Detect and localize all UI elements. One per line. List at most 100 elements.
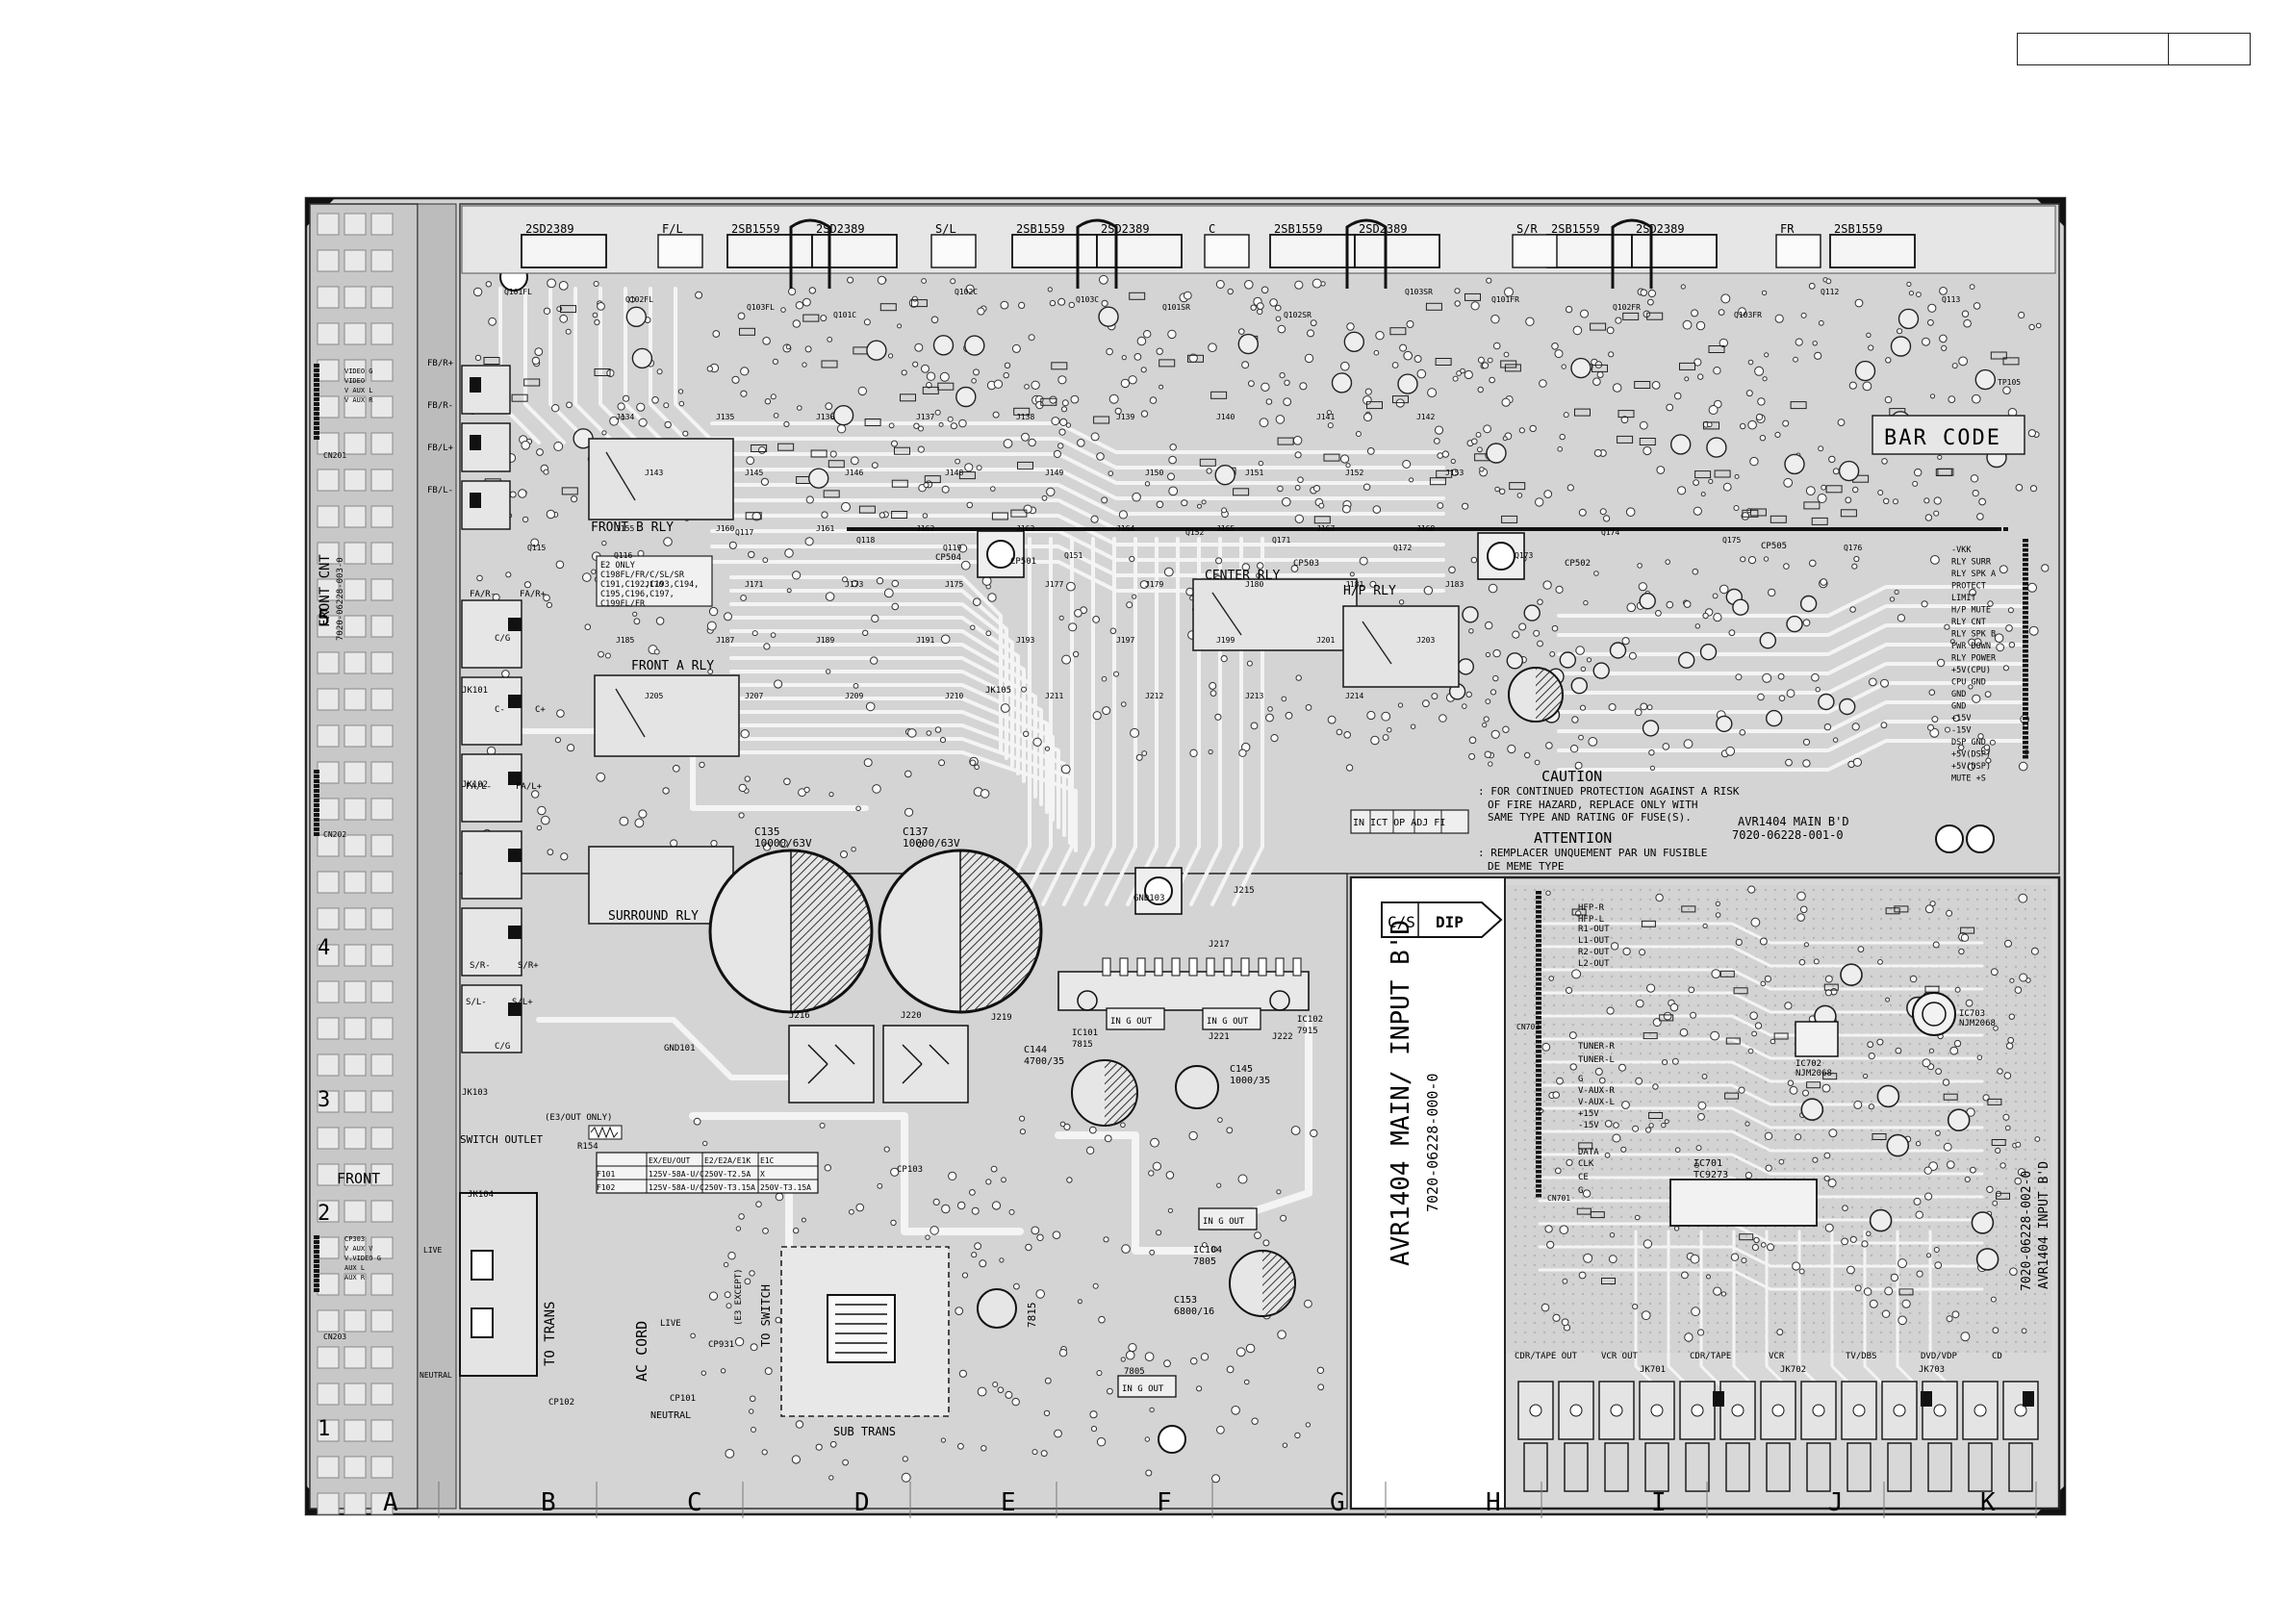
pad <box>509 491 517 498</box>
pad <box>1011 1397 1020 1407</box>
pad <box>1968 684 1974 690</box>
pad <box>1823 1175 1830 1181</box>
grid-col-label: C <box>687 1488 702 1517</box>
pad <box>1277 1330 1286 1339</box>
pad <box>1761 1242 1767 1248</box>
pad <box>1566 484 1574 492</box>
resistor <box>1725 1037 1741 1045</box>
pad <box>1490 689 1497 696</box>
channel-tag-box <box>930 234 977 268</box>
trace <box>624 287 666 444</box>
pad <box>2023 659 2028 663</box>
caution-title: CAUTION <box>1541 768 1602 785</box>
pad <box>370 944 394 967</box>
pad <box>594 318 600 326</box>
pad <box>1536 1141 1541 1145</box>
pad <box>1246 660 1253 667</box>
pad <box>1569 1063 1577 1071</box>
pad <box>1609 1232 1616 1238</box>
pad <box>851 847 856 852</box>
pad <box>1484 750 1492 758</box>
pad <box>1984 691 1992 698</box>
pad <box>965 284 975 293</box>
pad <box>1149 1249 1156 1256</box>
pad <box>1661 1122 1667 1129</box>
pad <box>1774 314 1784 323</box>
cn202-label: CN202 <box>323 830 346 839</box>
resistor <box>1943 1093 1958 1101</box>
speaker-connector-block <box>461 984 522 1053</box>
pad <box>702 1140 708 1147</box>
pad <box>1049 299 1057 307</box>
pad <box>536 825 543 831</box>
trace <box>1538 991 1984 1014</box>
pad <box>1551 624 1559 632</box>
pad <box>1832 468 1840 475</box>
trace <box>729 710 1060 829</box>
pad <box>1536 891 1541 895</box>
pad <box>1593 448 1602 457</box>
pad <box>2018 893 2028 903</box>
trace <box>1699 1230 1722 1387</box>
live-label-outer: LIVE <box>423 1246 442 1255</box>
ic701-value: TC9273 <box>1694 1170 1728 1180</box>
pad <box>1402 460 1412 469</box>
pad <box>1235 1347 1246 1358</box>
pad <box>314 779 319 783</box>
pad <box>2018 761 2028 772</box>
pad <box>1747 556 1757 565</box>
pad <box>934 726 942 733</box>
jumper-ref: J155 <box>616 524 634 533</box>
pad <box>1931 716 1939 723</box>
jumper-ref: J201 <box>1316 636 1335 645</box>
pad <box>2023 563 2028 567</box>
right-connector-signal: RLY SURR <box>1951 558 1992 568</box>
pad <box>1999 1162 2006 1169</box>
pad <box>1090 515 1099 523</box>
regulator-ic102: IN G OUT IC102 7915 <box>1202 1007 1323 1036</box>
transistor-ref: Q175 <box>1722 536 1741 545</box>
trace <box>1538 1106 1984 1129</box>
pad <box>344 322 367 345</box>
resistor <box>1840 509 1857 518</box>
pad <box>1439 714 1447 723</box>
pad <box>1304 353 1314 364</box>
ic701-tc9273: IC701 TC9273 <box>1669 1158 1818 1227</box>
jumper-ref: J141 <box>1316 413 1335 421</box>
pad <box>923 482 930 489</box>
bar-code-label: BAR CODE <box>1884 426 2001 450</box>
transistor-ref: Q102FR <box>1613 303 1641 312</box>
relay-center-label: CENTER RLY <box>1205 569 1280 583</box>
pad <box>1823 1152 1831 1159</box>
pad <box>1921 600 1928 608</box>
grid-col-label: E <box>1001 1488 1016 1517</box>
resistor <box>1323 453 1340 462</box>
pad <box>370 359 394 382</box>
grid-col-label: A <box>383 1488 398 1517</box>
pad <box>592 312 598 318</box>
resistor <box>1803 501 1821 510</box>
pad <box>1441 450 1450 458</box>
pad <box>2023 568 2028 571</box>
pad <box>1156 347 1163 355</box>
pad <box>2007 607 2014 614</box>
resistor <box>891 479 908 488</box>
pad <box>1265 398 1273 405</box>
resistor <box>511 393 528 402</box>
pad <box>914 343 924 352</box>
pad <box>1824 989 1833 997</box>
pad <box>723 1261 729 1268</box>
pad <box>1673 392 1682 400</box>
pad <box>1364 388 1372 395</box>
pad <box>992 411 1000 419</box>
transistor <box>1462 606 1479 623</box>
pad <box>1935 1130 1941 1136</box>
input-signal: G <box>1578 1186 1583 1196</box>
pad <box>1747 359 1754 366</box>
pad <box>1156 500 1164 509</box>
warning-block: CAUTION : FOR CONTINUED PROTECTION AGAIN… <box>1478 768 1849 873</box>
pad <box>1316 1366 1325 1375</box>
pad <box>1885 997 1891 1002</box>
pad <box>902 1456 908 1462</box>
